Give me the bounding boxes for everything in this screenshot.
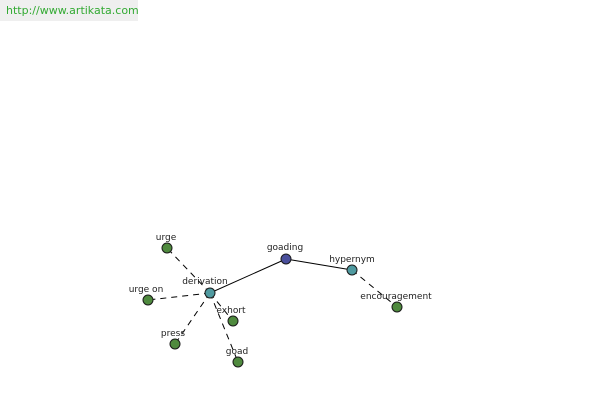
edge-derivation-goad	[209, 292, 239, 363]
node-label-hypernym[interactable]: hypernym	[329, 255, 375, 265]
graph-edges	[147, 247, 398, 363]
node-label-urge-on[interactable]: urge on	[129, 285, 164, 295]
node-label-urge[interactable]: urge	[156, 233, 177, 243]
node-urge[interactable]	[161, 242, 173, 254]
node-urge-on[interactable]	[142, 294, 154, 306]
node-exhort[interactable]	[227, 315, 239, 327]
node-derivation[interactable]	[204, 287, 216, 299]
node-label-derivation[interactable]: derivation	[182, 277, 228, 287]
node-goading[interactable]	[280, 253, 292, 265]
edge-goading-hypernym	[285, 258, 353, 271]
node-label-goading[interactable]: goading	[267, 243, 303, 253]
node-label-exhort[interactable]: exhort	[216, 306, 246, 316]
node-label-press[interactable]: press	[161, 329, 185, 339]
node-press[interactable]	[169, 338, 181, 350]
source-url[interactable]: http://www.artikata.com	[0, 0, 139, 21]
node-label-encouragement[interactable]: encouragement	[360, 292, 432, 302]
node-encouragement[interactable]	[391, 301, 403, 313]
node-hypernym[interactable]	[346, 264, 358, 276]
graph-nodes	[142, 242, 403, 368]
graph-labels: goading derivation hypernym urge urge on pres…	[129, 233, 432, 357]
node-goad[interactable]	[232, 356, 244, 368]
edge-goading-derivation	[209, 258, 287, 294]
node-label-goad[interactable]: goad	[226, 347, 248, 357]
edge-hypernym-encouragement	[351, 269, 398, 308]
